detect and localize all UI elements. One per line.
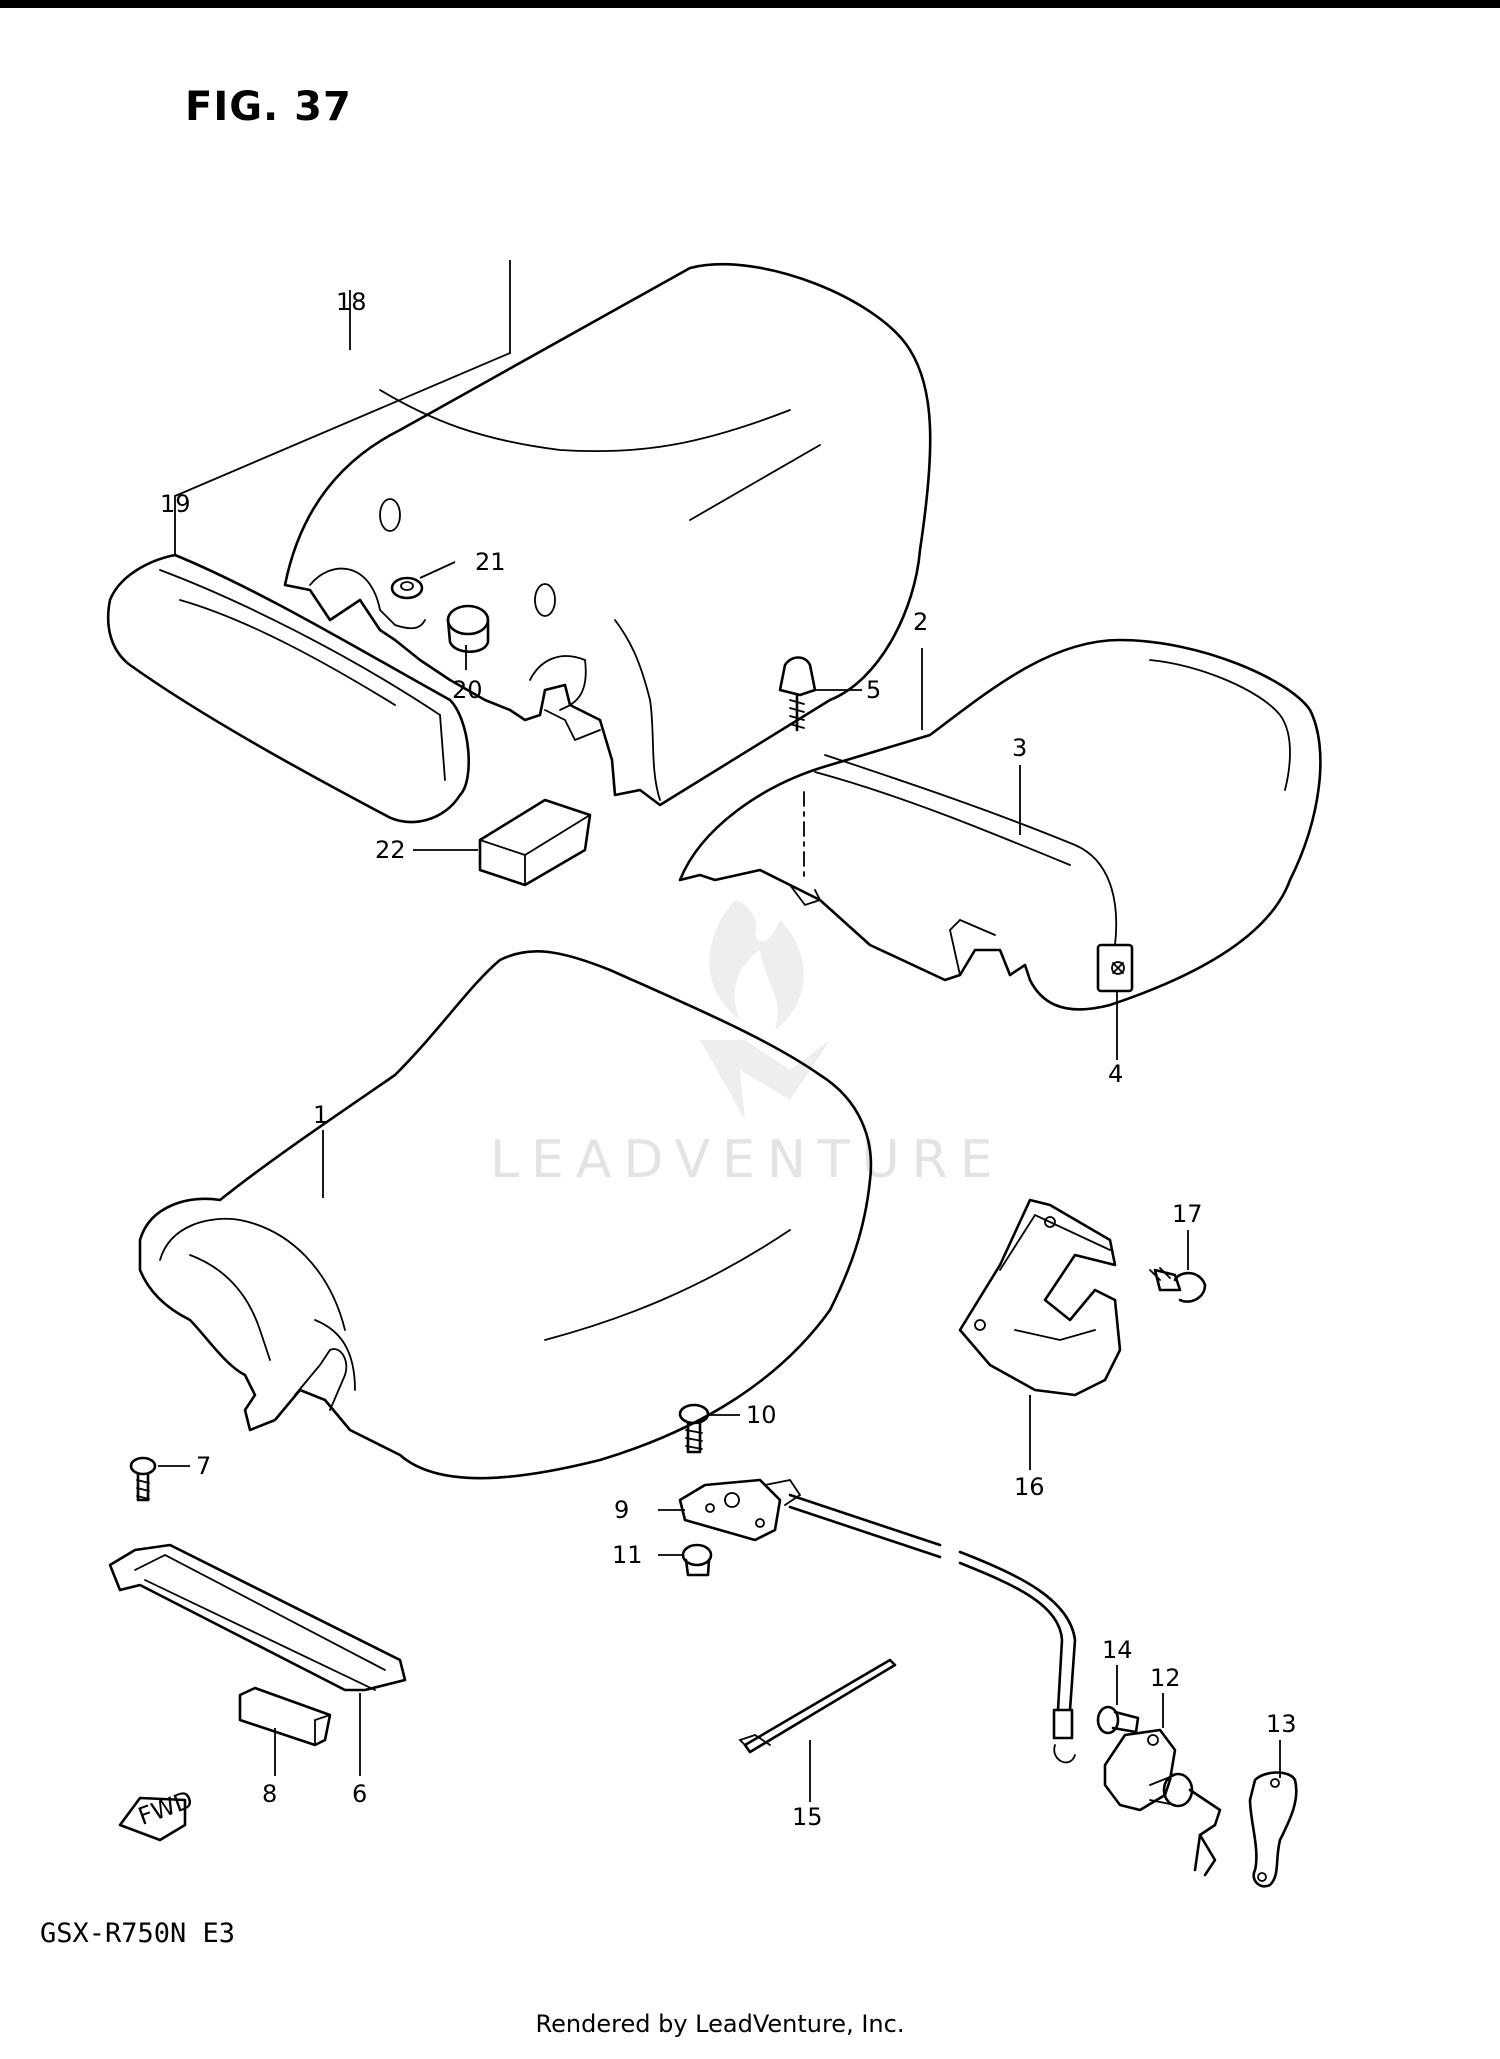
callout-1: 1 xyxy=(313,1101,328,1129)
seat-clip xyxy=(1096,943,1134,993)
grommet xyxy=(390,576,424,600)
callout-19: 19 xyxy=(160,490,191,518)
callout-12: 12 xyxy=(1150,1664,1181,1692)
callout-4: 4 xyxy=(1108,1060,1123,1088)
cushion-damper xyxy=(446,604,490,654)
figure-title: FIG. 37 xyxy=(185,84,352,130)
callout-9: 9 xyxy=(614,1496,629,1524)
wing-bolt xyxy=(778,656,817,881)
callout-16: 16 xyxy=(1014,1473,1045,1501)
callout-20: 20 xyxy=(452,676,483,704)
callout-13: 13 xyxy=(1266,1710,1297,1738)
watermark-logo xyxy=(700,900,830,1120)
top-border xyxy=(0,0,1500,8)
screw-7 xyxy=(129,1456,157,1502)
callout-7: 7 xyxy=(196,1452,211,1480)
fwd-arrow xyxy=(118,1796,187,1842)
watermark: LEADVENTURE xyxy=(490,1130,1005,1190)
model-code: GSX-R750N E3 xyxy=(40,1918,236,1949)
bolt-17 xyxy=(1149,1267,1207,1303)
bolt-14 xyxy=(1096,1705,1140,1735)
fwd-label: FWD xyxy=(134,1785,196,1830)
callout-5: 5 xyxy=(866,676,881,704)
screw-10 xyxy=(678,1403,710,1454)
lock-spacer xyxy=(681,1543,713,1577)
callout-10: 10 xyxy=(746,1401,777,1429)
callout-17: 17 xyxy=(1172,1200,1203,1228)
callout-15: 15 xyxy=(792,1803,823,1831)
lock-cylinder xyxy=(1103,1728,1222,1877)
callout-21: 21 xyxy=(475,548,506,576)
callout-3: 3 xyxy=(1012,734,1027,762)
bracket-sponge xyxy=(238,1686,332,1747)
leader-lines xyxy=(158,260,1281,1802)
seat-lock xyxy=(678,1478,802,1542)
callout-6: 6 xyxy=(352,1780,367,1808)
callout-2: 2 xyxy=(913,608,928,636)
rear-seat-cowl xyxy=(283,263,932,807)
footer-credit: Rendered by LeadVenture, Inc. xyxy=(535,2010,905,2038)
callout-11: 11 xyxy=(612,1541,643,1569)
callout-8: 8 xyxy=(262,1780,277,1808)
seat-bracket xyxy=(108,1543,407,1692)
lock-cam xyxy=(1248,1771,1298,1888)
passenger-seat xyxy=(678,638,1322,1011)
tail-pad xyxy=(106,553,470,824)
callout-14: 14 xyxy=(1102,1636,1133,1664)
callout-22: 22 xyxy=(375,836,406,864)
cable-tie xyxy=(738,1658,897,1754)
seat-lock-cable xyxy=(788,1493,1077,1764)
sponge-block xyxy=(478,798,592,887)
callout-18: 18 xyxy=(336,288,367,316)
seat-rail-cover xyxy=(958,1198,1122,1397)
front-seat xyxy=(138,950,873,1480)
